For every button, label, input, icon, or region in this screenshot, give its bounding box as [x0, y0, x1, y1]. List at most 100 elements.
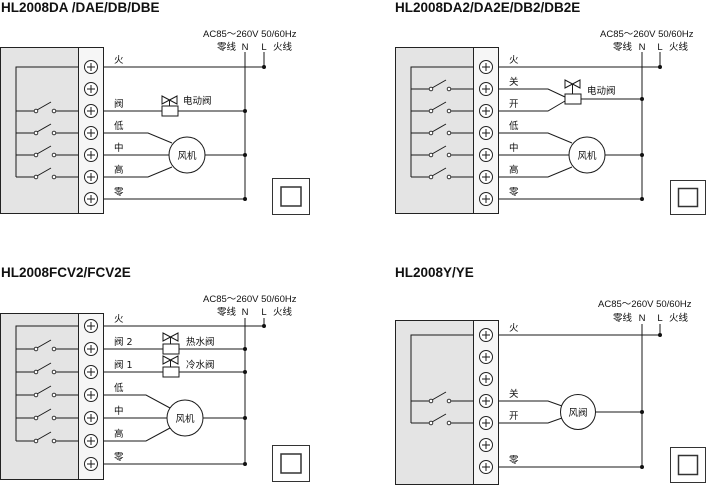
damper-close-wire	[499, 400, 563, 407]
junction-dot	[262, 324, 266, 328]
terminal-plus-mark	[482, 195, 490, 203]
terminal-screw	[479, 60, 493, 74]
switch-pivot	[428, 398, 434, 404]
terminal-plus-mark	[482, 151, 490, 159]
l-terminal-label: L	[261, 42, 266, 53]
terminal-label-live: 火	[509, 55, 519, 66]
switch-pivot	[33, 369, 39, 375]
terminal-plus-mark	[87, 63, 95, 71]
switch-common-bus	[15, 66, 79, 177]
terminal-plus-mark	[482, 397, 490, 405]
relay-switch	[16, 385, 79, 398]
terminal-plus-mark	[482, 441, 490, 449]
fan-label: 风机	[177, 150, 197, 162]
terminal-plus-mark	[482, 173, 490, 181]
valve-open-wire	[499, 100, 566, 112]
relay-switches	[16, 101, 79, 180]
terminal-screws	[84, 60, 98, 206]
terminal-label-valve: 阀	[114, 98, 124, 110]
switch-contact	[51, 369, 57, 375]
controller-inner-frame	[677, 187, 699, 208]
terminal-screw	[479, 192, 493, 206]
terminal-plus-mark	[87, 151, 95, 159]
motorized-valve	[161, 95, 179, 117]
junction-dot	[640, 153, 644, 157]
terminal-label-neutral: 零	[509, 455, 519, 466]
relay-switch	[16, 362, 79, 375]
switch-blade	[16, 408, 79, 419]
terminal-label-close: 关	[509, 388, 519, 400]
terminal-screw	[479, 126, 493, 140]
l-terminal-label: L	[657, 313, 662, 324]
model-title: HL2008DA2/DA2E/DB2/DB2E	[395, 0, 580, 15]
terminal-screw	[479, 438, 493, 452]
junction-dot	[658, 333, 662, 337]
cold-water-valve	[162, 355, 180, 378]
terminal-label-mid: 中	[114, 405, 124, 417]
panel-hl2008fcv2: HL2008FCV2/FCV2E AC85～260V 50/60Hz 零线 N …	[0, 265, 310, 482]
terminal-label-live: 火	[509, 323, 519, 334]
valve-body-symbol	[564, 79, 581, 94]
switch-contact	[446, 174, 452, 180]
relay-switch	[16, 167, 79, 180]
junction-dot	[262, 65, 266, 69]
relay-switch	[411, 413, 474, 426]
switch-contact	[51, 130, 57, 136]
terminal-label-high: 高	[114, 428, 124, 440]
terminal-plus-mark	[482, 331, 490, 339]
valve-actuator-symbol	[161, 105, 179, 117]
terminal-plus-mark	[482, 63, 490, 71]
damper-open-wire	[499, 417, 563, 424]
junction-dot	[243, 153, 247, 157]
live-wire-label: 火线	[273, 41, 293, 53]
switch-blade	[16, 123, 79, 134]
switch-common-bus	[15, 325, 79, 441]
terminal-label-open: 开	[509, 99, 519, 110]
motorized-valve	[564, 79, 582, 105]
switch-contact	[446, 398, 452, 404]
controller-outer-frame	[670, 180, 706, 215]
terminal-plus-mark	[482, 129, 490, 137]
junction-dot	[640, 97, 644, 101]
switch-contact	[51, 438, 57, 444]
terminal-screw	[84, 170, 98, 184]
l-terminal-label: L	[261, 307, 266, 318]
relay-switch	[411, 145, 474, 158]
air-damper-label: 风阀	[568, 407, 587, 419]
terminal-label-low: 低	[509, 120, 519, 132]
terminal-plus-mark	[87, 345, 95, 353]
terminal-label-mid: 中	[114, 142, 124, 154]
switch-pivot	[33, 415, 39, 421]
relay-switch	[16, 101, 79, 114]
junction-dot	[243, 416, 247, 420]
switch-pivot	[428, 108, 434, 114]
low-speed-wire	[104, 132, 173, 144]
switch-pivot	[428, 174, 434, 180]
junction-dot	[658, 65, 662, 69]
l-terminal-label: L	[657, 42, 662, 53]
terminal-screws	[479, 60, 493, 206]
controller-inner-frame	[677, 454, 699, 476]
relay-switches	[16, 339, 79, 444]
switch-pivot	[33, 438, 39, 444]
terminal-screw	[479, 148, 493, 162]
hot-water-valve	[162, 332, 180, 355]
switch-contact	[446, 130, 452, 136]
switch-contact	[446, 152, 452, 158]
controller-panel-symbol	[272, 445, 310, 482]
valve-label: 电动阀	[183, 95, 212, 107]
switch-contact	[51, 346, 57, 352]
terminal-plus-mark	[87, 129, 95, 137]
switch-contact	[446, 86, 452, 92]
switch-contact	[51, 415, 57, 421]
high-speed-wire	[499, 166, 573, 178]
terminal-screw	[84, 388, 98, 402]
switch-blade	[411, 391, 474, 402]
switch-pivot	[428, 152, 434, 158]
relay-switch	[16, 339, 79, 352]
switch-blade	[411, 413, 474, 424]
relay-switch	[411, 391, 474, 404]
switch-pivot	[428, 86, 434, 92]
switch-blade	[411, 101, 474, 112]
switch-pivot	[33, 108, 39, 114]
